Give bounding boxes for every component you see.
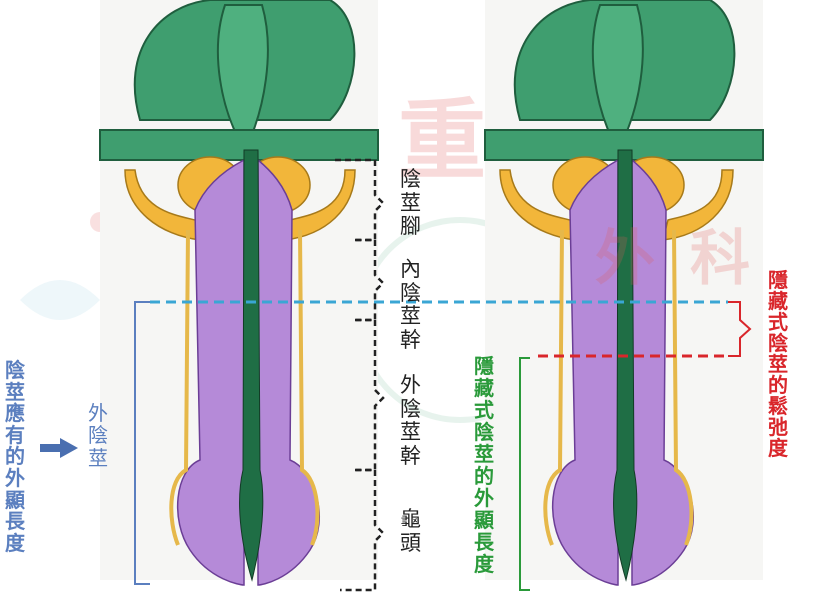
label-crus: 陰 莖 腳 bbox=[400, 167, 421, 239]
right-skin-edge-right bbox=[672, 229, 694, 546]
visible-length-bracket bbox=[519, 357, 530, 591]
right-penis-figure bbox=[484, 0, 764, 591]
left-skin-edge-right bbox=[298, 229, 320, 546]
watermark-char-3: 科 bbox=[690, 224, 750, 294]
left-pelvic-floor bbox=[99, 129, 379, 161]
label-glans: 龜 頭 bbox=[400, 507, 421, 555]
label-inner-shaft: 內 陰 莖 幹 bbox=[400, 257, 421, 352]
bracket-outer-shaft bbox=[355, 318, 385, 472]
outer-penis-bracket bbox=[134, 301, 150, 585]
watermark-char-1: 重 bbox=[398, 88, 487, 192]
watermark-char-2: 外 bbox=[595, 224, 655, 294]
bracket-inner-shaft bbox=[355, 238, 385, 322]
left-urethra bbox=[239, 149, 264, 582]
left-skin-edge-left bbox=[169, 229, 190, 546]
label-outer-penis: 外 陰 莖 bbox=[88, 401, 108, 470]
label-should-visible-length: 陰 莖 應 有 的 外 顯 長 度 bbox=[5, 358, 25, 555]
left-shaft-left bbox=[177, 158, 245, 586]
right-urethra bbox=[613, 149, 638, 582]
label-outer-shaft: 外 陰 莖 幹 bbox=[400, 373, 421, 468]
right-skin-edge-left bbox=[543, 229, 564, 546]
right-shaft-left bbox=[552, 158, 619, 586]
bracket-glans bbox=[340, 468, 385, 592]
label-hidden-laxity: 隱 藏 式 陰 莖 的 鬆 弛 度 bbox=[768, 268, 788, 460]
label-hidden-visible-length: 隱 藏 式 陰 莖 的 外 顯 長 度 bbox=[474, 354, 494, 576]
bracket-crus bbox=[335, 158, 385, 242]
laxity-bracket bbox=[728, 301, 752, 357]
left-penis-figure bbox=[40, 0, 385, 592]
arrow-icon bbox=[60, 438, 78, 458]
left-brackets bbox=[335, 158, 385, 592]
